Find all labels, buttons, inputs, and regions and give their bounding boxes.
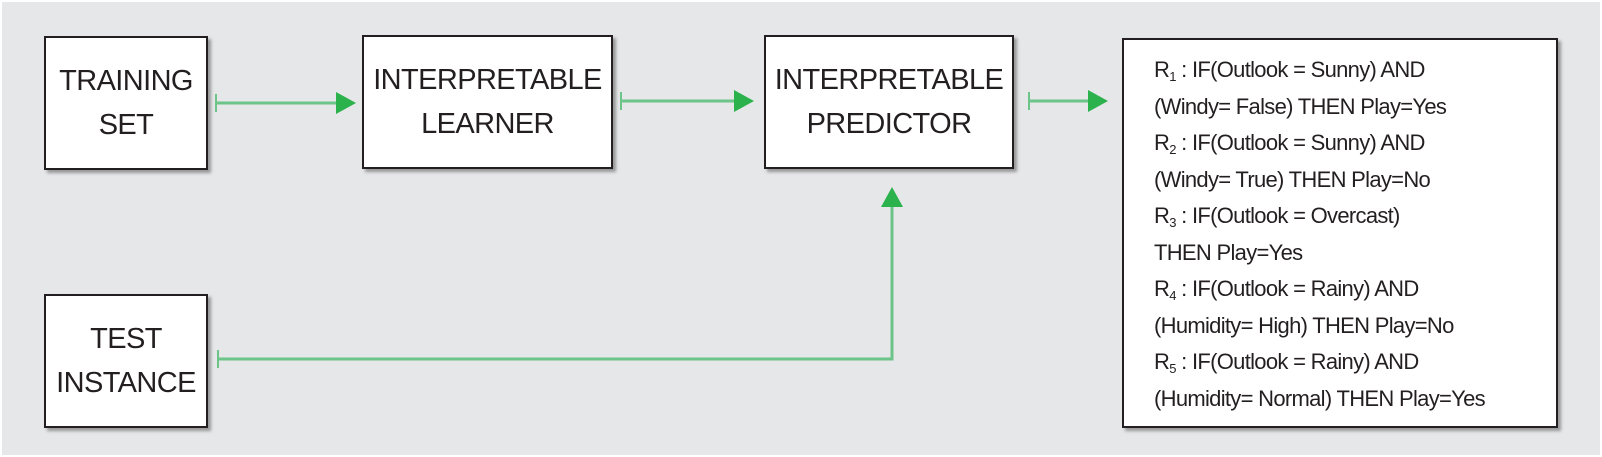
rule-1-line1: R1 : IF(Outlook = Sunny) AND — [1154, 52, 1546, 89]
rule-index: 1 — [1169, 69, 1176, 84]
rule-2-line1: R2 : IF(Outlook = Sunny) AND — [1154, 125, 1546, 162]
rule-prefix: R — [1154, 57, 1170, 82]
rule-index: 3 — [1169, 215, 1176, 230]
rule-condition: : IF(Outlook = Rainy) AND — [1175, 349, 1419, 374]
arrow-predictor-to-rules — [1028, 90, 1108, 112]
rule-2-line2: (Windy= True) THEN Play=No — [1154, 166, 1431, 192]
rule-3-line1: R3 : IF(Outlook = Overcast) — [1154, 198, 1546, 235]
rule-4-line1: R4 : IF(Outlook = Rainy) AND — [1154, 271, 1546, 308]
rule-index: 2 — [1169, 142, 1176, 157]
interpretable-learner-label-line1: INTERPRETABLE — [373, 64, 602, 96]
test-instance-label-line1: TEST — [90, 323, 162, 355]
rule-5-line2: (Humidity= Normal) THEN Play=Yes — [1154, 385, 1486, 411]
test-instance-label-line2: INSTANCE — [56, 367, 196, 399]
rule-prefix: R — [1154, 203, 1170, 228]
arrow-learner-to-predictor — [620, 90, 754, 112]
rule-prefix: R — [1154, 276, 1170, 301]
interpretable-predictor-label-line2: PREDICTOR — [806, 108, 972, 140]
test-instance-node: TEST INSTANCE — [44, 294, 208, 428]
rule-condition: : IF(Outlook = Rainy) AND — [1175, 276, 1419, 301]
interpretable-predictor-node: INTERPRETABLE PREDICTOR — [764, 35, 1014, 169]
rule-index: 4 — [1169, 288, 1176, 303]
rule-4-line2: (Humidity= High) THEN Play=No — [1154, 312, 1454, 338]
rule-5-line1: R5 : IF(Outlook = Rainy) AND — [1154, 344, 1546, 381]
rule-condition: : IF(Outlook = Sunny) AND — [1175, 130, 1425, 155]
rule-3-line2: THEN Play=Yes — [1154, 239, 1303, 265]
rule-condition: : IF(Outlook = Overcast) — [1175, 203, 1400, 228]
arrow-training-to-learner — [215, 92, 356, 114]
rule-1-line2: (Windy= False) THEN Play=Yes — [1154, 93, 1447, 119]
rule-prefix: R — [1154, 349, 1170, 374]
rule-prefix: R — [1154, 130, 1170, 155]
interpretable-learner-label-line2: LEARNER — [421, 108, 554, 140]
interpretable-predictor-label-line1: INTERPRETABLE — [774, 64, 1004, 96]
rule-index: 5 — [1169, 361, 1176, 376]
training-set-node: TRAINING SET — [44, 36, 208, 170]
training-set-label-line2: SET — [98, 109, 154, 141]
interpretable-learner-node: INTERPRETABLE LEARNER — [362, 35, 613, 169]
rule-condition: : IF(Outlook = Sunny) AND — [1175, 57, 1425, 82]
rules-box: R1 : IF(Outlook = Sunny) AND (Windy= Fal… — [1122, 38, 1558, 428]
training-set-label-line1: TRAINING — [59, 65, 193, 97]
arrow-test-to-predictor — [217, 187, 903, 368]
